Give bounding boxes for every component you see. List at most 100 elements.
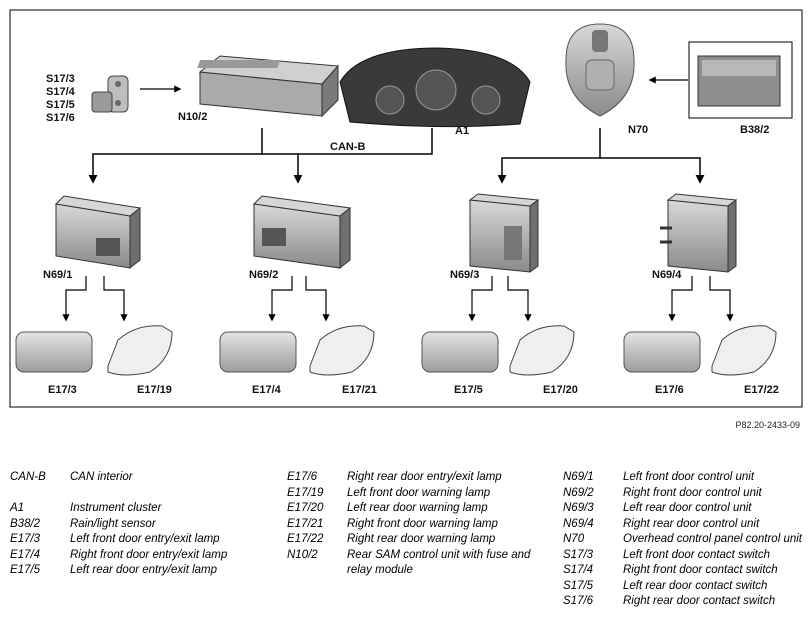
legend-row: A1 Instrument cluster (10, 501, 280, 517)
legend-description: Left rear door control unit (623, 502, 752, 514)
legend-row: N69/4 Right rear door control unit (563, 517, 803, 533)
label-sam: N10/2 (178, 111, 207, 123)
label-warning-lamp-2: E17/21 (342, 384, 377, 396)
legend-description (70, 486, 280, 502)
label-switch-4: S17/6 (46, 112, 75, 124)
legend-code: E17/5 (10, 564, 41, 576)
legend-row: E17/21 Right front door warning lamp (287, 517, 547, 533)
legend-code: N69/3 (563, 502, 594, 514)
entry-lamp-3-icon (421, 331, 499, 373)
door-contact-switch-icon (91, 75, 129, 113)
legend-code (10, 486, 70, 502)
label-entry-lamp-2: E17/4 (252, 384, 282, 396)
warning-lamp-3-icon (509, 325, 575, 376)
legend-description: Right front door contact switch (623, 564, 778, 576)
label-warning-lamp-1: E17/19 (137, 384, 172, 396)
entry-lamp-2-icon (219, 331, 297, 373)
legend-description: Left front door contact switch (623, 548, 771, 561)
legend-row: N69/2 Right front door control unit (563, 486, 803, 502)
warning-lamp-1-icon (107, 325, 173, 376)
door-control-unit-2-icon (252, 195, 352, 270)
rain-light-sensor-icon (688, 41, 793, 119)
legend-description: Left front door entry/exit lamp (70, 533, 220, 545)
legend-code: N69/4 (563, 517, 594, 530)
label-overhead: N70 (628, 124, 648, 136)
legend-code: N69/2 (563, 486, 594, 499)
legend-description: Instrument cluster (70, 502, 162, 514)
legend-row (10, 486, 280, 502)
legend-code: S17/3 (563, 548, 594, 561)
legend-row: B38/2 Rain/light sensor (10, 517, 280, 533)
legend-code: E17/19 (287, 486, 324, 499)
label-warning-lamp-3: E17/20 (543, 384, 578, 396)
legend-row: E17/5 Left rear door entry/exit lamp (10, 563, 280, 579)
legend-code: A1 (10, 502, 25, 514)
label-warning-lamp-4: E17/22 (744, 384, 779, 396)
legend-row: N69/3 Left rear door control unit (563, 501, 803, 517)
legend-code: E17/22 (287, 533, 324, 545)
legend-description: Rain/light sensor (70, 517, 156, 530)
entry-lamp-4-icon (623, 331, 701, 373)
legend-description: Overhead control panel control unit (623, 533, 802, 545)
sam-module-icon (197, 55, 340, 118)
legend-code: E17/3 (10, 533, 41, 545)
legend-row: N69/1 Left front door control unit (563, 470, 803, 486)
can-bus-lines (88, 128, 705, 184)
legend-description: Rear SAM control unit with fuse and rela… (347, 548, 531, 577)
legend-row: S17/3 Left front door contact switch (563, 548, 803, 564)
label-unit-1: N69/1 (43, 269, 72, 281)
legend-row: E17/6 Right rear door entry/exit lamp (287, 470, 547, 486)
legend-description: Right front door control unit (623, 486, 762, 499)
label-entry-lamp-1: E17/3 (48, 384, 77, 396)
label-sensor: B38/2 (740, 124, 769, 136)
legend-code: B38/2 (10, 517, 41, 530)
label-unit-3: N69/3 (450, 269, 479, 281)
legend-description: Left rear door contact switch (623, 579, 768, 592)
legend-description: CAN interior (70, 471, 133, 483)
legend-code: S17/6 (563, 595, 594, 607)
legend-code: E17/20 (287, 502, 324, 514)
legend-description: Right rear door entry/exit lamp (347, 471, 502, 483)
label-unit-2: N69/2 (249, 269, 278, 281)
legend-code: N70 (563, 533, 585, 545)
label-switch-2: S17/4 (46, 86, 76, 98)
legend-description: Right rear door warning lamp (347, 533, 496, 545)
legend-code: N69/1 (563, 471, 594, 483)
door-control-unit-4-icon (660, 193, 738, 273)
legend-row: E17/22 Right rear door warning lamp (287, 532, 547, 548)
label-entry-lamp-4: E17/6 (655, 384, 684, 396)
warning-lamp-4-icon (711, 325, 777, 376)
legend-description: Right front door warning lamp (347, 517, 498, 530)
legend-description: Right rear door contact switch (623, 595, 776, 607)
instrument-cluster-icon (339, 47, 531, 128)
overhead-panel-icon (565, 23, 635, 117)
figure-id: P82.20-2433-09 (735, 420, 800, 430)
unit-to-lamp-arrows (62, 276, 734, 322)
legend-description: Right rear door control unit (623, 517, 760, 530)
legend-code: E17/4 (10, 548, 41, 561)
label-switch-1: S17/3 (46, 73, 75, 85)
legend-row: S17/6 Right rear door contact switch (563, 594, 803, 610)
legend-description: Left front door control unit (623, 471, 755, 483)
door-control-unit-1-icon (54, 195, 142, 270)
legend-code: E17/21 (287, 517, 324, 530)
wiring-diagram: S17/3 S17/4 S17/5 S17/6 N10/2 A1 N70 B38… (9, 9, 803, 408)
legend-code: E17/6 (287, 471, 318, 483)
label-entry-lamp-3: E17/5 (454, 384, 483, 396)
legend-row: N70 Overhead control panel control unit (563, 532, 803, 548)
warning-lamp-2-icon (309, 325, 375, 376)
label-unit-4: N69/4 (652, 269, 682, 281)
legend-description: Left rear door entry/exit lamp (70, 564, 218, 576)
entry-lamp-1-icon (15, 331, 93, 373)
label-bus: CAN-B (330, 141, 365, 153)
label-cluster: A1 (455, 125, 469, 137)
